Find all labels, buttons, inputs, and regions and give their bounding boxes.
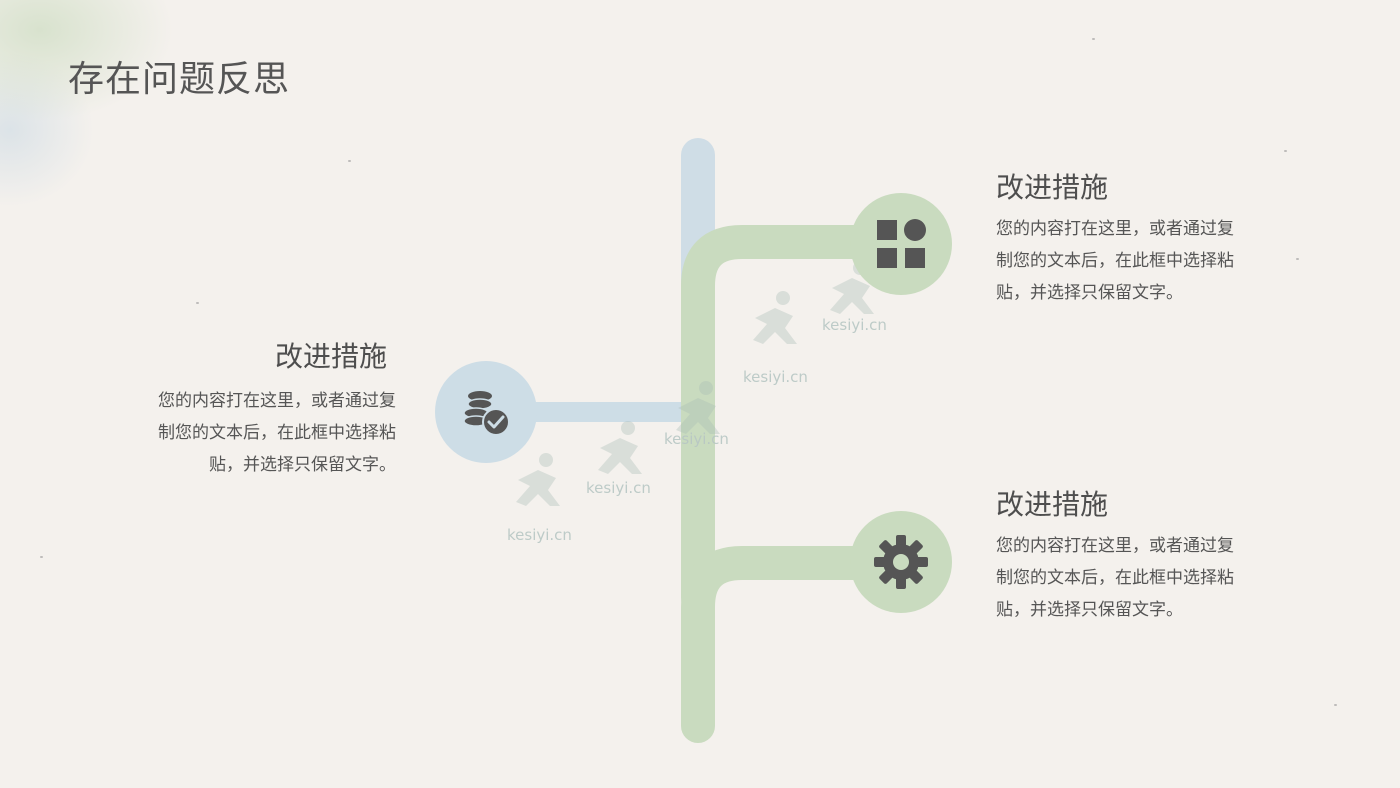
gear-icon bbox=[874, 535, 928, 589]
connector-bottom-right bbox=[681, 546, 917, 743]
watermark-figure bbox=[598, 421, 642, 474]
texture-speck bbox=[1334, 704, 1337, 706]
node-bottom-right bbox=[850, 511, 952, 613]
texture-speck bbox=[196, 302, 199, 304]
texture-speck bbox=[40, 556, 43, 558]
watermark-text: kesiyi.cn bbox=[743, 368, 808, 386]
texture-speck bbox=[1284, 150, 1287, 152]
page-title: 存在问题反思 bbox=[68, 59, 291, 100]
item-heading-bottom-right: 改进措施 bbox=[996, 488, 1109, 521]
item-body-top-right: 您的内容打在这里，或者通过复制您的文本后，在此框中选择粘贴，并选择只保留文字。 bbox=[996, 219, 1234, 303]
node-left bbox=[435, 361, 537, 463]
item-body-left: 您的内容打在这里，或者通过复制您的文本后，在此框中选择粘贴，并选择只保留文字。 bbox=[158, 391, 396, 475]
item-heading-top-right: 改进措施 bbox=[996, 171, 1109, 204]
connector-top-right bbox=[681, 225, 917, 615]
coins-check-icon bbox=[463, 391, 510, 436]
texture-speck bbox=[1296, 258, 1299, 260]
watermark-figure bbox=[676, 381, 720, 434]
texture-speck bbox=[348, 160, 351, 162]
grid-icon bbox=[877, 219, 926, 268]
watermark-figure bbox=[753, 291, 797, 344]
item-heading-left: 改进措施 bbox=[275, 340, 388, 373]
watermark-figure bbox=[516, 453, 560, 506]
watermark-text: kesiyi.cn bbox=[507, 526, 572, 544]
node-top-right bbox=[850, 193, 952, 295]
watermark-text: kesiyi.cn bbox=[586, 479, 651, 497]
watermark-text: kesiyi.cn bbox=[664, 430, 729, 448]
watermark-text: kesiyi.cn bbox=[822, 316, 887, 334]
texture-speck bbox=[1092, 38, 1095, 40]
item-body-bottom-right: 您的内容打在这里，或者通过复制您的文本后，在此框中选择粘贴，并选择只保留文字。 bbox=[996, 536, 1234, 620]
